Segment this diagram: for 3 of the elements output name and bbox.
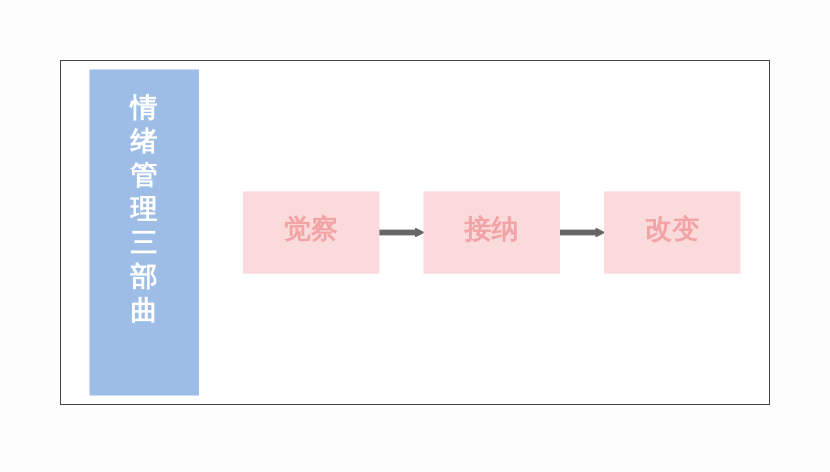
arrow	[378, 228, 424, 238]
arrow	[559, 228, 605, 238]
node-box: 情绪管理三部曲	[90, 69, 199, 396]
